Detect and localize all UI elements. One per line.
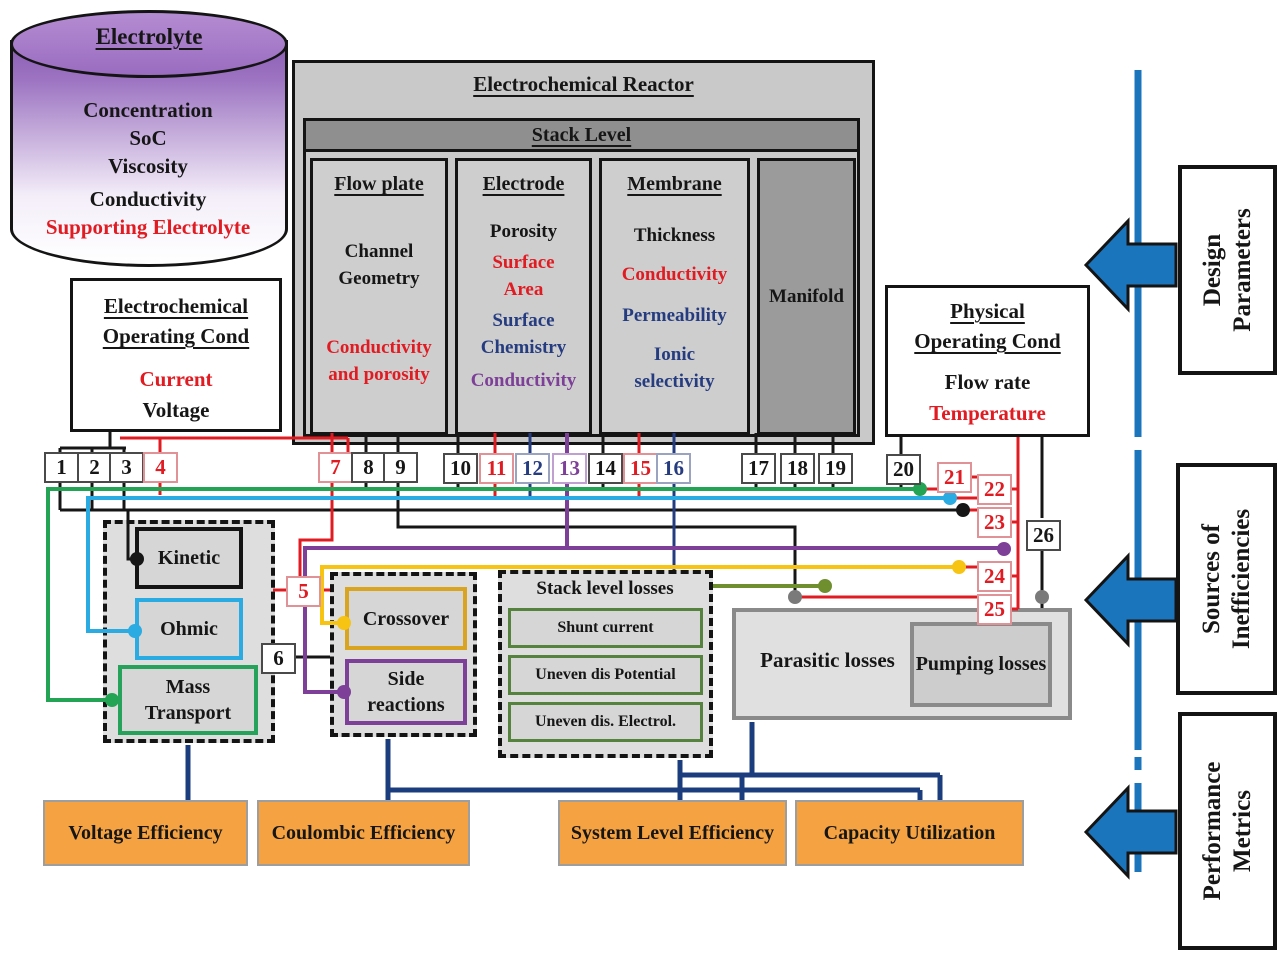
electrolyte-item: Conductivity [89, 187, 207, 211]
pumping-losses-box: Pumping losses [910, 622, 1052, 707]
connector-7: 7 [318, 452, 353, 483]
membrane-item: Permeability [622, 305, 727, 326]
connector-8: 8 [351, 452, 386, 483]
connector-19: 19 [818, 453, 853, 484]
electrode-item: Surface Chemistry [480, 310, 567, 358]
connector-17: 17 [741, 453, 776, 484]
flow-plate-item: Conductivity and porosity [326, 337, 432, 385]
connector-12: 12 [515, 453, 550, 484]
connector-20: 20 [886, 454, 921, 485]
electrode-title: Electrode [482, 173, 565, 195]
membrane-item: Ionic selectivity [634, 344, 715, 392]
connector-2: 2 [77, 452, 112, 483]
poc-title-line1: Physical [950, 299, 1025, 323]
metric-capacity-utilization: Capacity Utilization [795, 800, 1024, 866]
electrode-item: Conductivity [470, 370, 577, 391]
electrolyte-item: SoC [129, 126, 167, 150]
flow-plate-title: Flow plate [334, 173, 424, 195]
electrolyte-item: Viscosity [108, 154, 188, 178]
metric-voltage-efficiency: Voltage Efficiency [43, 800, 248, 866]
eoc-title-line2: Operating Cond [102, 324, 250, 348]
connector-3: 3 [109, 452, 144, 483]
connector-24: 24 [977, 561, 1012, 592]
ohmic-box: Ohmic [135, 598, 243, 660]
crossover-box: Crossover [345, 587, 467, 650]
electrode-box: Electrode Porosity Surface Area Surface … [455, 158, 592, 435]
stack-level-losses-title: Stack level losses [536, 578, 674, 599]
connector-10: 10 [443, 453, 478, 484]
eoc-title-line1: Electrochemical [103, 294, 249, 318]
electrode-item: Surface Area [492, 252, 555, 300]
membrane-item: Thickness [633, 225, 716, 246]
mass-transport-box: Mass Transport [118, 665, 258, 735]
connector-9: 9 [383, 452, 418, 483]
connector-5: 5 [286, 576, 321, 607]
electrolyte-item: Supporting Electrolyte [45, 215, 251, 239]
connector-1: 1 [44, 452, 79, 483]
electrode-item: Porosity [489, 221, 558, 242]
metric-system-level-efficiency: System Level Efficiency [558, 800, 787, 866]
connector-16: 16 [656, 453, 691, 484]
electrolyte-item: Concentration [83, 98, 213, 122]
stack-level-title: Stack Level [303, 118, 860, 152]
connector-4: 4 [143, 452, 178, 483]
flow-plate-item: Channel Geometry [338, 241, 420, 289]
electrolyte-title: Electrolyte [95, 24, 203, 49]
connector-23: 23 [977, 507, 1012, 538]
poc-title-line2: Operating Cond [914, 329, 1061, 353]
connector-25: 25 [977, 594, 1012, 625]
eoc-item: Voltage [142, 398, 210, 422]
connector-18: 18 [780, 453, 815, 484]
membrane-item: Conductivity [621, 264, 728, 285]
shunt-current-box: Shunt current [508, 608, 703, 648]
reactor-title: Electrochemical Reactor [473, 72, 694, 96]
metric-coulombic-efficiency: Coulombic Efficiency [257, 800, 470, 866]
electrochemical-operating-cond-box: Electrochemical Operating Cond Current V… [70, 278, 282, 432]
connector-13: 13 [552, 453, 587, 484]
membrane-title: Membrane [627, 173, 722, 195]
flow-plate-box: Flow plate Channel Geometry Conductivity… [310, 158, 448, 435]
parasitic-losses-label: Parasitic losses [760, 648, 895, 672]
uneven-dis-potential-box: Uneven dis Potential [508, 655, 703, 695]
poc-item: Temperature [929, 401, 1046, 425]
poc-item: Flow rate [944, 370, 1031, 394]
connector-26: 26 [1026, 520, 1061, 551]
electrolyte-items: Concentration SoC Viscosity Conductivity… [12, 96, 284, 241]
eoc-item: Current [139, 367, 213, 391]
connector-22: 22 [977, 474, 1012, 505]
connector-15: 15 [623, 453, 658, 484]
connector-11: 11 [479, 453, 514, 484]
left-arrow-icon [1083, 217, 1178, 880]
manifold-box: Manifold [757, 158, 856, 435]
electrolyte-cylinder-top [10, 10, 288, 78]
membrane-box: Membrane Thickness Conductivity Permeabi… [599, 158, 750, 435]
side-reactions-box: Side reactions [345, 659, 467, 725]
connector-14: 14 [588, 453, 623, 484]
physical-operating-cond-box: Physical Operating Cond Flow rate Temper… [885, 285, 1090, 437]
uneven-dis-electrolyte-box: Uneven dis. Electrol. [508, 702, 703, 742]
connector-21: 21 [937, 462, 972, 493]
kinetic-box: Kinetic [135, 527, 243, 589]
connector-6: 6 [261, 643, 296, 674]
